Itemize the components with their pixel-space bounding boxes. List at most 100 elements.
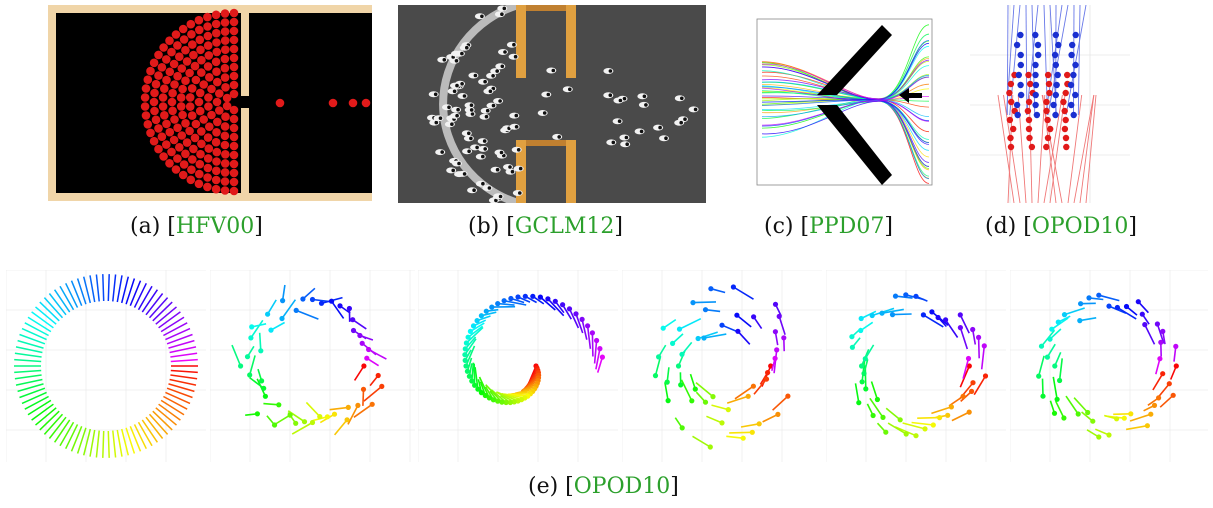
radial-line — [27, 399, 52, 416]
pedestrian-head — [452, 89, 457, 94]
crowd-particle — [159, 43, 168, 52]
crowd-particle — [229, 168, 239, 178]
crowd-particle — [348, 98, 358, 108]
pedestrian-head — [465, 45, 469, 50]
velocity-stroke — [471, 362, 475, 382]
agent-dot — [750, 383, 756, 389]
radial-line — [27, 316, 52, 333]
pedestrian-head — [482, 139, 487, 143]
crowd-particle — [203, 41, 213, 50]
pedestrian-head — [473, 73, 478, 78]
agent-dot — [552, 298, 558, 304]
radial-line — [19, 333, 46, 345]
crowd-particle — [212, 147, 222, 157]
crowd-particle — [185, 93, 195, 102]
crowd-particle — [177, 64, 187, 73]
velocity-stroke — [894, 426, 917, 437]
agent-dot — [258, 348, 264, 354]
crowd-particle — [212, 166, 221, 176]
agent-dot — [781, 335, 787, 341]
red-trail — [1073, 94, 1095, 203]
velocity-stroke — [726, 435, 744, 439]
crowd-particle — [146, 128, 155, 138]
agent-dot — [599, 354, 605, 360]
pedestrian-head — [503, 50, 507, 54]
agent-dot — [948, 404, 954, 410]
radial-line — [31, 311, 54, 329]
agent-dot — [248, 335, 254, 341]
caption-a-citation[interactable]: HFV00 — [175, 214, 255, 239]
radial-line — [158, 403, 181, 421]
velocity-stroke — [568, 308, 580, 329]
caption-c-citation[interactable]: PPD07 — [809, 214, 885, 239]
agent-dot — [1040, 393, 1046, 399]
pedestrian-head — [454, 59, 459, 63]
crowd-particle — [165, 67, 175, 77]
agent-dot — [293, 420, 299, 426]
velocity-stroke — [740, 423, 760, 428]
velocity-stroke — [885, 407, 901, 421]
velocity-stroke — [737, 330, 751, 345]
agent-dot — [981, 343, 987, 349]
agent-dot — [499, 399, 505, 405]
pedestrian-head — [438, 116, 443, 120]
blue-agent — [1017, 81, 1024, 89]
velocity-stroke — [362, 389, 365, 406]
agent-dot — [1096, 292, 1102, 298]
agent-dot — [508, 295, 514, 302]
radial-line — [76, 278, 87, 305]
crowd-particle — [143, 75, 153, 84]
agent-dot — [337, 303, 343, 309]
radial-line — [14, 352, 42, 358]
velocity-stroke — [951, 411, 970, 422]
crowd-particle — [203, 163, 213, 173]
agent-dot — [1121, 415, 1127, 421]
crowd-particle — [178, 24, 188, 34]
blue-agent — [1015, 71, 1022, 79]
agent-dot — [1061, 312, 1068, 318]
radial-line — [155, 407, 177, 426]
trajectory-line — [761, 76, 930, 102]
agent-dot — [463, 340, 469, 346]
agent-dot — [355, 402, 361, 408]
crowd-particle — [154, 71, 163, 80]
caption-b-label: (b) — [468, 214, 500, 239]
agent-dot — [710, 394, 716, 400]
caption-c-label: (c) — [764, 214, 794, 239]
velocity-stroke — [711, 404, 729, 411]
red-agent — [1027, 80, 1034, 88]
agent-dot — [462, 346, 468, 352]
velocity-stroke — [474, 367, 479, 390]
blue-trail — [1009, 5, 1021, 116]
radial-line — [65, 424, 79, 450]
red-agent — [1060, 98, 1067, 106]
blue-agent — [1072, 91, 1079, 99]
blue-agent — [1055, 41, 1062, 49]
velocity-stroke — [248, 355, 256, 376]
agent-dot — [324, 414, 330, 420]
velocity-stroke — [1037, 355, 1045, 377]
velocity-stroke — [887, 422, 907, 435]
agent-dot — [929, 309, 935, 315]
velocity-stroke — [347, 405, 359, 425]
red-agent — [1061, 107, 1068, 115]
caption-d-citation[interactable]: OPOD10 — [1031, 214, 1129, 239]
pedestrian-head — [495, 167, 500, 172]
radial-line — [152, 301, 173, 322]
agent-dot — [360, 386, 367, 392]
crowd-particle — [229, 17, 239, 27]
pedestrian-head — [683, 117, 687, 121]
pedestrian-head — [642, 94, 647, 99]
agent-dot — [913, 293, 919, 299]
caption-e-citation[interactable]: OPOD10 — [573, 474, 671, 499]
agent-dot — [1114, 304, 1120, 311]
radial-line — [155, 306, 177, 325]
crowd-particle — [207, 110, 216, 120]
radial-line — [112, 274, 117, 302]
crowd-particle — [205, 73, 214, 82]
agent-dot — [379, 383, 385, 389]
caption-b-citation[interactable]: GCLM12 — [514, 214, 615, 239]
velocity-stroke — [1125, 424, 1148, 431]
crowd-particle — [203, 31, 213, 41]
blue-trail — [1025, 5, 1028, 116]
